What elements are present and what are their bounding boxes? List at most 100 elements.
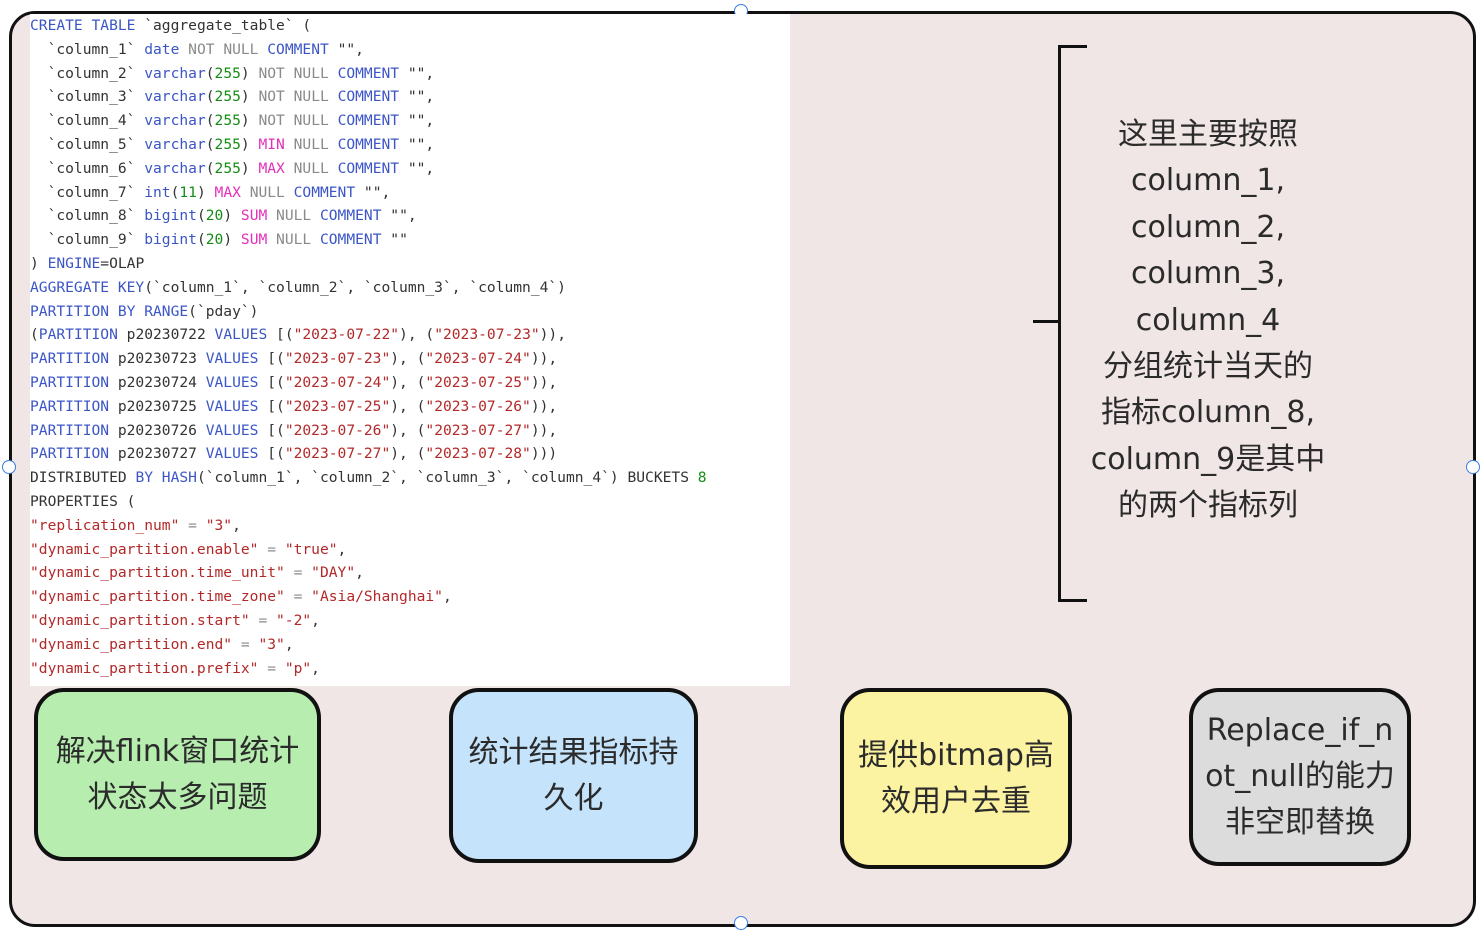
feature-box-line: 统计结果指标持 <box>468 734 679 770</box>
code-token: ), ( <box>390 445 426 463</box>
code-line: `column_3` varchar(255) NOT NULL COMMENT… <box>30 85 790 109</box>
code-token: COMMENT <box>319 231 382 249</box>
code-token: = <box>232 635 259 653</box>
code-token: "DAY" <box>311 564 356 582</box>
code-token: ( <box>205 64 215 82</box>
code-line: `column_1` date NOT NULL COMMENT "", <box>30 38 790 62</box>
code-token: NOT NULL <box>258 88 338 106</box>
code-token: , <box>232 516 241 534</box>
code-token: ( <box>30 326 39 344</box>
code-token: varchar <box>144 112 206 130</box>
code-line: PARTITION p20230724 VALUES [("2023-07-24… <box>30 371 790 395</box>
code-token: [( <box>258 350 285 368</box>
resize-handle-right[interactable] <box>1466 460 1480 474</box>
code-token: = <box>179 516 206 534</box>
feature-box-line: Replace_if_n <box>1206 713 1394 748</box>
code-token: p20230724 <box>109 373 206 391</box>
code-token: PARTITION <box>30 397 110 415</box>
code-token: p20230727 <box>109 445 206 463</box>
code-token: `column_5` <box>30 135 145 153</box>
code-token: p20230726 <box>109 421 206 439</box>
code-token: = <box>284 564 312 582</box>
code-token: "2023-07-25" <box>284 397 391 415</box>
feature-box-bitmap-dedup[interactable]: 提供bitmap高 效用户去重 <box>840 688 1072 869</box>
code-token: NULL <box>240 183 294 201</box>
code-token: "2023-07-22" <box>293 326 400 344</box>
code-token: PARTITION <box>30 445 110 463</box>
code-token: 255 <box>214 64 241 82</box>
code-token: ), ( <box>390 397 426 415</box>
code-token: PARTITION <box>30 350 110 368</box>
feature-box-replace-if-not-null[interactable]: Replace_if_n ot_null的能力 非空即替换 <box>1189 688 1411 866</box>
code-token: date <box>144 40 180 58</box>
annotation-line: 指标column_8, <box>1100 395 1316 431</box>
code-line: `column_5` varchar(255) MIN NULL COMMENT… <box>30 133 790 157</box>
resize-handle-bottom[interactable] <box>734 916 748 930</box>
code-token: VALUES <box>205 445 259 463</box>
code-token: 255 <box>214 159 241 177</box>
code-token: NULL <box>267 231 320 249</box>
code-token: ), ( <box>390 373 426 391</box>
code-token: "", <box>355 183 391 201</box>
code-token: "2023-07-27" <box>284 445 391 463</box>
code-token: ( <box>205 135 215 153</box>
code-token: "", <box>399 135 435 153</box>
code-line: DISTRIBUTED BY HASH(`column_1`, `column_… <box>30 466 790 490</box>
code-token: "2023-07-28" <box>425 445 531 463</box>
code-token: (`column_1`, `column_2`, `column_3`, `co… <box>144 278 566 296</box>
feature-box-result-persistence[interactable]: 统计结果指标持 久化 <box>449 688 698 863</box>
code-token: "dynamic_partition.end" <box>30 635 233 653</box>
feature-box-line: 解决flink窗口统计 <box>55 733 300 769</box>
code-token: NULL <box>284 159 338 177</box>
code-token: DISTRIBUTED <box>30 469 136 487</box>
code-token: SUM <box>240 231 268 249</box>
code-token: "", <box>399 88 435 106</box>
code-token: "2023-07-25" <box>425 373 531 391</box>
code-token: NULL <box>267 207 320 225</box>
code-token: PARTITION BY RANGE <box>30 302 189 320</box>
code-line: "dynamic_partition.end" = "3", <box>30 633 790 657</box>
code-token: VALUES <box>205 421 259 439</box>
code-token: CREATE TABLE <box>30 17 136 34</box>
code-token: PROPERTIES ( <box>30 492 136 510</box>
code-token: `column_7` <box>30 183 145 201</box>
code-line: AGGREGATE KEY(`column_1`, `column_2`, `c… <box>30 276 790 300</box>
code-token: NOT NULL <box>179 40 268 58</box>
code-token: ( <box>196 231 206 249</box>
code-token: NULL <box>284 135 338 153</box>
code-token: `column_1` <box>30 40 145 58</box>
code-token: MAX <box>258 159 285 177</box>
code-token: varchar <box>144 88 206 106</box>
code-token: [( <box>258 397 285 415</box>
code-token: MIN <box>258 135 285 153</box>
code-token: "3" <box>205 516 233 534</box>
code-line: PARTITION p20230723 VALUES [("2023-07-23… <box>30 347 790 371</box>
code-line: CREATE TABLE `aggregate_table` ( <box>30 14 790 38</box>
code-token: ) <box>223 231 241 249</box>
code-token: AGGREGATE KEY <box>30 278 145 296</box>
code-token: `column_4` <box>30 112 145 130</box>
code-token: "3" <box>258 635 285 653</box>
code-token: 255 <box>214 112 241 130</box>
code-token: SUM <box>240 207 268 225</box>
code-token: ) <box>223 207 241 225</box>
code-token: VALUES <box>205 350 259 368</box>
code-token: ) <box>240 135 259 153</box>
code-token: ) <box>240 88 259 106</box>
code-token: 8 <box>697 469 707 487</box>
code-token: PARTITION <box>30 421 110 439</box>
code-token: ( <box>170 183 180 201</box>
code-line: "dynamic_partition.start" = "-2", <box>30 609 790 633</box>
code-line: `column_4` varchar(255) NOT NULL COMMENT… <box>30 109 790 133</box>
feature-box-line: 状态太多问题 <box>87 779 268 815</box>
code-token: ) <box>240 112 259 130</box>
code-token: = <box>284 588 312 606</box>
code-line: PARTITION BY RANGE(`pday`) <box>30 300 790 324</box>
code-line: "dynamic_partition.time_zone" = "Asia/Sh… <box>30 585 790 609</box>
code-token: [( <box>258 445 285 463</box>
code-token: varchar <box>144 64 206 82</box>
code-token: ) <box>30 254 48 272</box>
feature-box-flink-window-state[interactable]: 解决flink窗口统计 状态太多问题 <box>34 688 321 861</box>
resize-handle-left[interactable] <box>2 460 16 474</box>
code-line: PROPERTIES ( <box>30 490 790 514</box>
